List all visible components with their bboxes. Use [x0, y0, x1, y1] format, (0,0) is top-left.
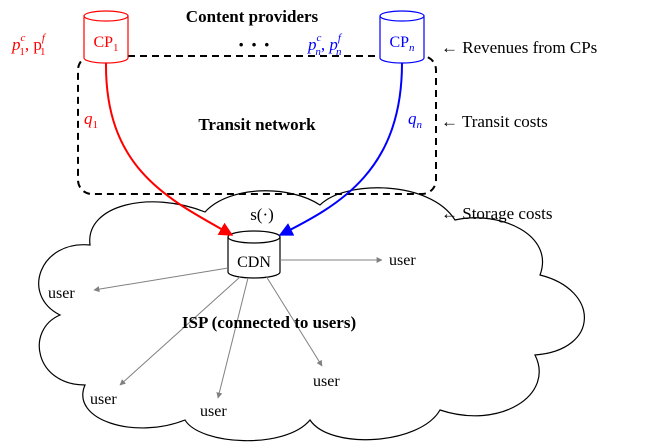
- content-providers-title: Content providers: [186, 7, 319, 26]
- flow-arrow-cpn: [278, 62, 403, 236]
- user-arrow-bottom-right: [265, 275, 323, 367]
- annotation-storage-costs: ← Storage costs: [441, 204, 552, 223]
- cdn-cylinder: [227, 230, 281, 279]
- user-label-bottom-right: user: [313, 373, 340, 390]
- q1-label: q1: [84, 109, 98, 131]
- cdn-label: CDN: [237, 254, 271, 271]
- cp-ellipsis: · · ·: [237, 32, 270, 57]
- user-arrow-bottom: [216, 277, 249, 399]
- user-label-bottom: user: [200, 403, 227, 420]
- isp-cloud: [38, 187, 585, 442]
- annotation-revenues: ← Revenues from CPs: [441, 38, 597, 57]
- user-arrow-bottom-left: [119, 276, 241, 386]
- transit-network-label: Transit network: [198, 115, 316, 134]
- user-arrow-left: [93, 267, 229, 293]
- isp-label: ISP (connected to users): [182, 313, 356, 332]
- storage-function-label: s(·): [250, 205, 274, 224]
- cp1-label: CP1: [93, 34, 118, 54]
- user-label-right: user: [389, 252, 416, 269]
- user-label-left: user: [48, 285, 75, 302]
- cpn-label: CPn: [389, 34, 415, 54]
- transit-network-box: [77, 55, 437, 195]
- flow-arrow-cp1: [104, 62, 234, 236]
- annotation-transit-costs: ← Transit costs: [441, 112, 548, 131]
- qn-label: qn: [408, 109, 423, 131]
- user-label-bottom-left: user: [90, 391, 117, 408]
